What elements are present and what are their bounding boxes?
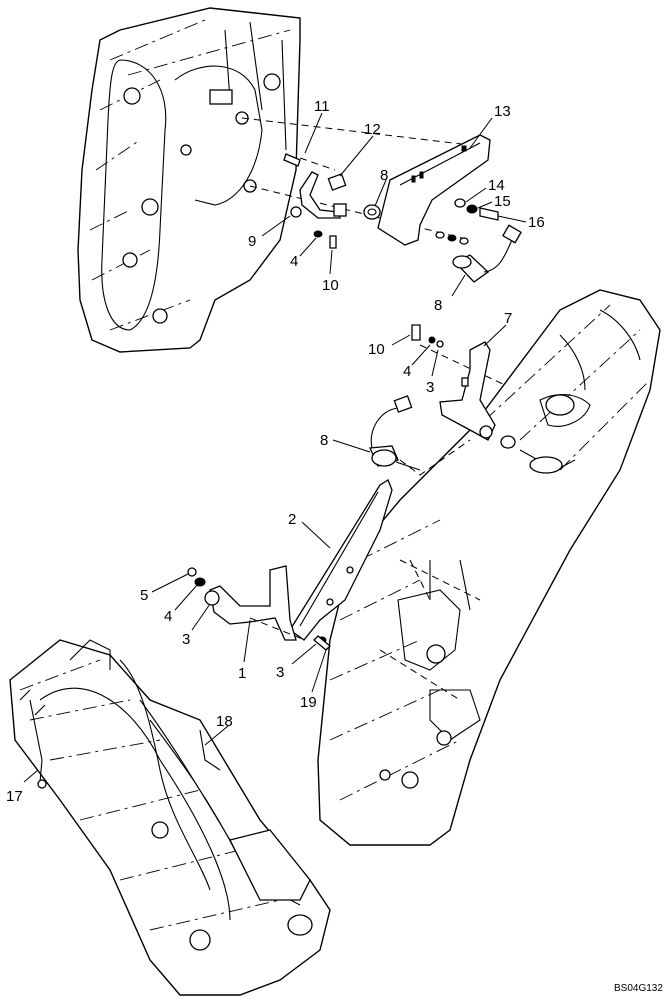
lower-left-boom: [9, 639, 331, 996]
callout-5: 5: [140, 587, 148, 604]
callout-10-upper: 10: [322, 277, 339, 294]
callout-labels: 1 2 3 3 3 4 4 4 5 7 8 8 8 9 10 10 11 12 …: [6, 98, 545, 805]
callout-9: 9: [248, 233, 256, 250]
callout-4-upper: 4: [290, 253, 298, 270]
middle-bracket-parts: [369, 324, 563, 474]
callout-14: 14: [488, 177, 505, 194]
middle-alignment-lines: [399, 344, 506, 601]
callout-15: 15: [494, 193, 511, 210]
callout-16: 16: [528, 214, 545, 231]
drawing-code: BS04G132: [614, 983, 663, 994]
callout-2: 2: [288, 511, 296, 528]
upper-alignment-lines: [241, 117, 471, 241]
callout-11: 11: [314, 98, 330, 115]
callout-18: 18: [216, 713, 233, 730]
callout-19: 19: [300, 694, 317, 711]
right-boom-assembly: [317, 289, 661, 846]
callout-7: 7: [504, 310, 512, 327]
lower-bracket-parts: [187, 479, 393, 651]
callout-4-middle: 4: [403, 363, 411, 380]
callout-17: 17: [6, 788, 23, 805]
callout-3-lower-right: 3: [276, 664, 284, 681]
callout-3-lower-left: 3: [182, 631, 190, 648]
callout-8-upper-sensor: 8: [434, 297, 442, 314]
callout-4-lower: 4: [164, 608, 172, 625]
callout-10-middle: 10: [368, 341, 385, 358]
leader-lines: [23, 112, 527, 783]
callout-12: 12: [364, 121, 381, 138]
callout-1: 1: [238, 665, 246, 682]
callout-8-middle-sensor: 8: [320, 432, 328, 449]
upper-switch-parts: [283, 134, 522, 283]
callout-8-upper-ring: 8: [380, 167, 388, 184]
callout-3-middle: 3: [426, 379, 434, 396]
callout-13: 13: [494, 103, 511, 120]
upper-arm-assembly: [77, 7, 301, 353]
